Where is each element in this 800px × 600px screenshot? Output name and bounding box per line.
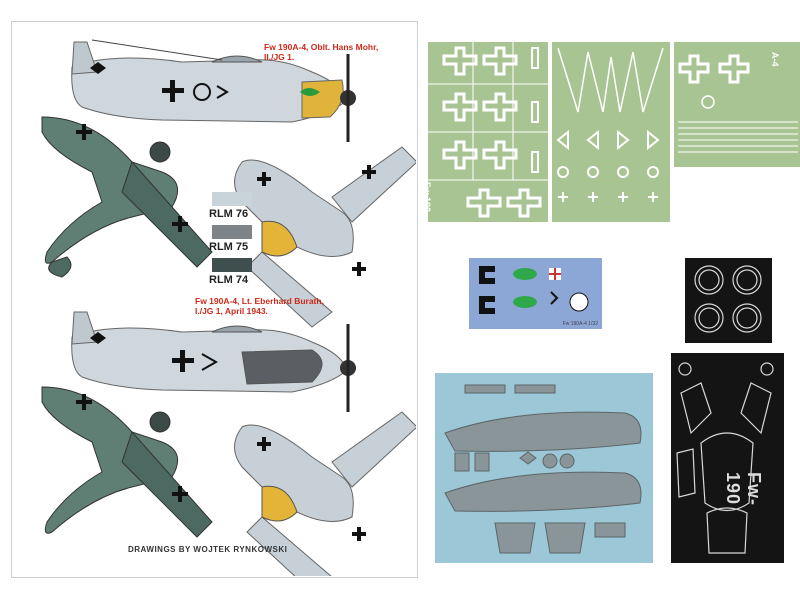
caption-burath-line1: Fw 190A-4, Lt. Eberhard Burath, bbox=[195, 296, 324, 306]
canopy-masks bbox=[676, 362, 774, 554]
resin-parts bbox=[435, 373, 653, 563]
drawings-credit: DRAWINGS BY WOJTEK RYNKOWSKI bbox=[128, 545, 288, 554]
mask-sheet-label-a: Fw 190 bbox=[422, 182, 432, 213]
caption-mohr-line2: II./JG 1. bbox=[264, 52, 295, 62]
mask-sheet-label-b: A-4 bbox=[770, 52, 780, 67]
side-profile-mohr bbox=[71, 39, 356, 142]
caption-burath-line2: I./JG 1, April 1943. bbox=[195, 306, 268, 316]
mask-fw190-text: Fw-190 bbox=[723, 472, 764, 506]
swatch-rlm74 bbox=[212, 258, 252, 272]
label-rlm75: RLM 75 bbox=[209, 241, 249, 253]
canopy-mask-sheet bbox=[671, 353, 784, 563]
paint-mask-sheets bbox=[428, 42, 800, 222]
decal-fine-print: Fw 190A-4 1/32 bbox=[562, 321, 598, 327]
caption-burath: Fw 190A-4, Lt. Eberhard Burath, I./JG 1,… bbox=[195, 296, 324, 316]
swatch-rlm76 bbox=[212, 192, 252, 206]
profile-drawings bbox=[41, 39, 416, 576]
label-rlm76: RLM 76 bbox=[209, 208, 249, 220]
canopy-mask-wheels bbox=[685, 258, 772, 343]
bottom-view-mohr bbox=[234, 146, 416, 328]
top-view-mohr bbox=[41, 116, 213, 278]
caption-mohr-line1: Fw 190A-4, Oblt. Hans Mohr, bbox=[264, 42, 379, 52]
decal-sheet: Fw 190A-4 1/32 bbox=[469, 258, 602, 329]
top-view-burath bbox=[41, 386, 213, 538]
swatch-rlm75 bbox=[212, 225, 252, 239]
wheel-masks bbox=[694, 265, 762, 333]
bottom-view-burath bbox=[234, 411, 416, 576]
resin-parts-art bbox=[444, 384, 642, 554]
label-rlm74: RLM 74 bbox=[209, 274, 249, 286]
caption-mohr: Fw 190A-4, Oblt. Hans Mohr, II./JG 1. bbox=[264, 42, 378, 62]
decal-artwork bbox=[479, 266, 589, 314]
side-profile-burath bbox=[71, 311, 356, 412]
